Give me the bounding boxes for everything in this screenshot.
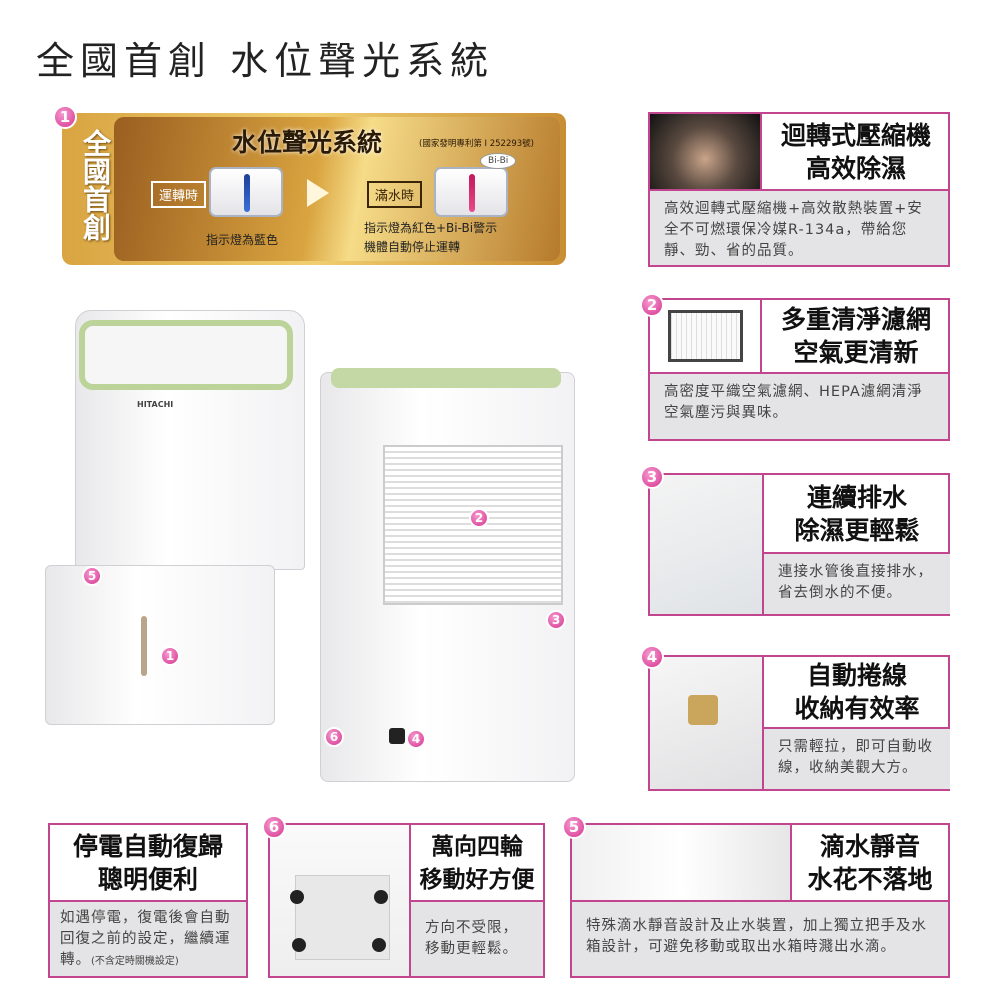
panel-desc: 如遇停電，復電後會自動回復之前的設定，繼續運轉。(不含定時關機設定)	[50, 900, 246, 976]
panel-title: 停電自動復歸聰明便利	[50, 825, 246, 900]
title-line-2: 收納有效率	[794, 694, 920, 723]
water-level-banner: 全國首創 水位聲光系統 (國家發明專利第 I 252293號) 運轉時 滿水時 …	[62, 113, 566, 265]
panel-title: 萬向四輪移動好方便	[409, 825, 543, 900]
brand-logo: HITACHI	[137, 400, 174, 409]
badge-1: 1	[53, 105, 77, 129]
panel-title: 連續排水除濕更輕鬆	[762, 475, 950, 552]
banner-inner: 水位聲光系統 (國家發明專利第 I 252293號) 運轉時 滿水時 Bi-Bi…	[114, 117, 560, 261]
drain-image	[650, 475, 762, 614]
top-panel	[79, 320, 293, 390]
drip-image	[572, 825, 790, 900]
power-cord-socket	[389, 728, 405, 744]
title-line-2: 除濕更輕鬆	[794, 515, 920, 545]
title-line-2: 空氣更清新	[793, 338, 919, 367]
badge-6: 6	[262, 815, 286, 839]
panel-wheels: 萬向四輪移動好方便 方向不受限，移動更輕鬆。	[268, 823, 545, 978]
panel-desc: 連接水管後直接排水，省去倒水的不便。	[762, 552, 950, 614]
wheel	[372, 938, 386, 952]
tank-window	[141, 616, 147, 676]
title-line-1: 連續排水	[806, 482, 907, 512]
panel-power-recovery: 停電自動復歸聰明便利 如遇停電，復電後會自動回復之前的設定，繼續運轉。(不含定時…	[48, 823, 248, 978]
wheel	[374, 890, 388, 904]
marker-6: 6	[324, 727, 344, 747]
cord-outlet	[688, 695, 718, 725]
panel-desc: 高效迴轉式壓縮機+高效散熱裝置+安全不可燃環保冷媒R-134a，帶給您靜、勁、省…	[650, 189, 948, 265]
panel-drip: 滴水靜音水花不落地 特殊滴水靜音設計及止水裝置，加上獨立把手及水箱設計，可避免移…	[570, 823, 950, 978]
product-back-image	[320, 368, 575, 782]
title-line-2: 聰明便利	[97, 864, 198, 894]
panel-title: 滴水靜音水花不落地	[790, 825, 948, 900]
panel-drain: 連續排水除濕更輕鬆 連接水管後直接排水，省去倒水的不便。	[648, 473, 950, 616]
marker-5: 5	[82, 566, 102, 586]
marker-3: 3	[546, 610, 566, 630]
title-line-1: 多重清淨濾網	[780, 305, 931, 334]
panel-filter: 多重清淨濾網空氣更清新 高密度平織空氣濾網、HEPA濾網清淨空氣塵污與異味。	[648, 298, 950, 441]
badge-3: 3	[640, 465, 664, 489]
running-desc: 指示燈為藍色	[206, 233, 279, 247]
patent-number: (國家發明專利第 I 252293號)	[419, 139, 534, 149]
title-line-1: 自動捲線	[806, 661, 907, 690]
panel-desc: 高密度平織空氣濾網、HEPA濾網清淨空氣塵污與異味。	[650, 372, 948, 439]
running-tag: 運轉時	[151, 181, 207, 208]
panel-desc: 只需輕拉，即可自動收線，收納美觀大方。	[762, 727, 950, 789]
full-desc-line-2: 機體自動停止運轉	[364, 240, 461, 254]
banner-title: 水位聲光系統	[232, 128, 383, 157]
panel-desc: 方向不受限，移動更輕鬆。	[409, 900, 543, 976]
headline: 全國首創 水位聲光系統	[36, 39, 495, 83]
title-line-1: 萬向四輪	[431, 832, 523, 860]
wheels-image	[270, 825, 409, 976]
marker-4: 4	[406, 729, 426, 749]
compressor-image	[650, 114, 760, 189]
panel-title: 迴轉式壓縮機高效除濕	[760, 114, 950, 189]
filter-image	[668, 310, 743, 362]
panel-compressor: 迴轉式壓縮機高效除濕 高效迴轉式壓縮機+高效散熱裝置+安全不可燃環保冷媒R-13…	[648, 112, 950, 267]
product-front-image: HITACHI	[45, 300, 305, 730]
title-line-1: 迴轉式壓縮機	[780, 120, 931, 150]
panel-desc: 特殊滴水靜音設計及止水裝置，加上獨立把手及水箱設計，可避免移動或取出水箱時濺出水…	[572, 900, 948, 976]
full-desc: 指示燈為紅色+Bi-Bi警示 機體自動停止運轉	[364, 219, 497, 257]
title-line-1: 停電自動復歸	[72, 831, 223, 861]
arrow-right-icon	[307, 179, 329, 207]
top-trim	[331, 368, 561, 388]
water-tank	[45, 565, 275, 725]
panel-title: 自動捲線收納有效率	[762, 657, 950, 727]
title-line-2: 移動好方便	[419, 865, 535, 893]
badge-4: 4	[640, 645, 664, 669]
title-line-2: 高效除濕	[805, 153, 906, 183]
cord-image	[650, 657, 762, 789]
vertical-label: 全國首創	[79, 129, 112, 241]
full-desc-line-1: 指示燈為紅色+Bi-Bi警示	[364, 221, 498, 235]
marker-2: 2	[469, 508, 489, 528]
wheel	[290, 890, 304, 904]
title-line-1: 滴水靜音	[819, 831, 920, 861]
blue-indicator	[209, 167, 283, 217]
wheel	[292, 938, 306, 952]
title-line-2: 水花不落地	[807, 864, 933, 894]
badge-2: 2	[640, 293, 664, 317]
marker-1: 1	[160, 646, 180, 666]
bibi-bubble: Bi-Bi	[480, 153, 517, 169]
badge-5: 5	[562, 815, 586, 839]
desc-text: 如遇停電，復電後會自動回復之前的設定，繼續運轉。	[60, 910, 231, 968]
panel-title: 多重清淨濾網空氣更清新	[760, 300, 950, 372]
panel-cord: 自動捲線收納有效率 只需輕拉，即可自動收線，收納美觀大方。	[648, 655, 950, 791]
desc-note: (不含定時關機設定)	[91, 956, 179, 967]
red-indicator	[434, 167, 508, 217]
full-tag: 滿水時	[367, 181, 423, 208]
